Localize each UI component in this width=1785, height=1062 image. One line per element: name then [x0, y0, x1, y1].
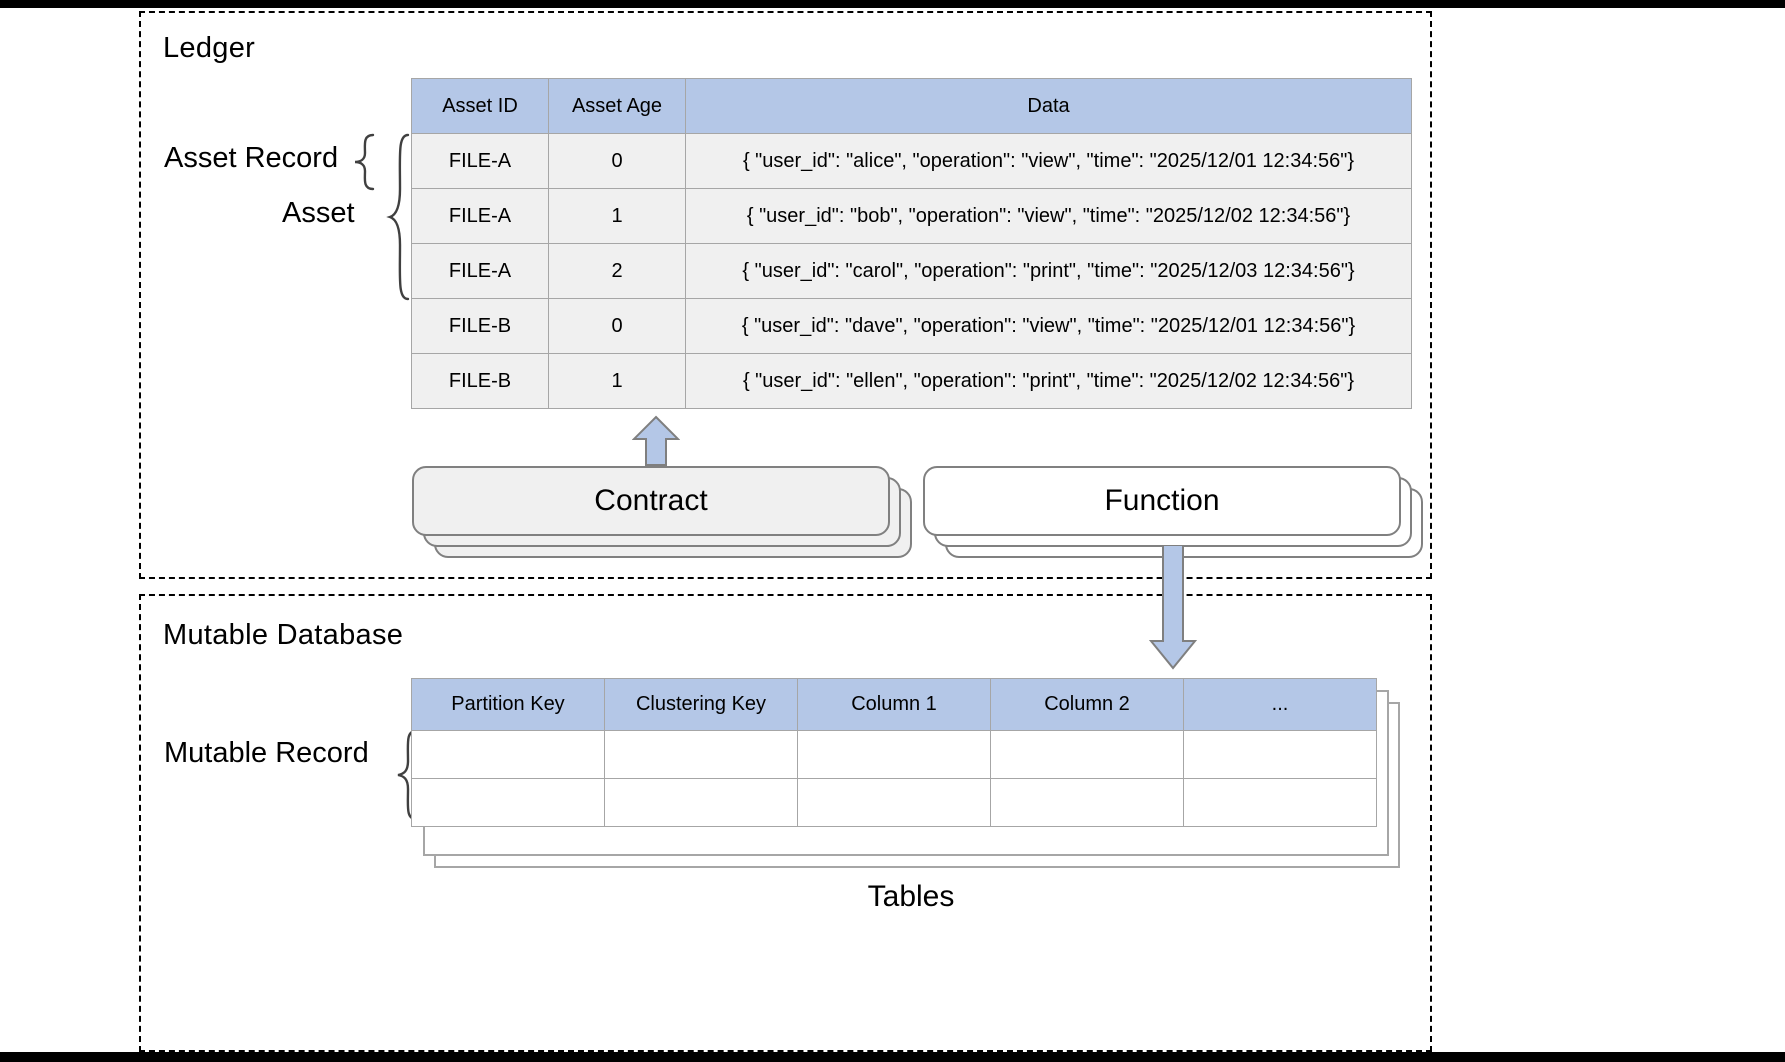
contract-card-front[interactable]: Contract	[412, 466, 890, 536]
curly-brace-icon-mutable-record	[397, 729, 418, 821]
cell-clustering-key	[604, 730, 798, 779]
curly-brace-icon-asset	[386, 133, 410, 301]
cell-asset-age: 2	[548, 243, 686, 299]
function-card-front[interactable]: Function	[923, 466, 1401, 536]
cell-asset-age: 0	[548, 133, 686, 189]
cell-data: { "user_id": "bob", "operation": "view",…	[685, 188, 1412, 244]
mutable-header-partition-key: Partition Key	[411, 678, 605, 731]
table-row: FILE-A 2 { "user_id": "carol", "operatio…	[411, 243, 1412, 299]
cell-partition-key	[411, 730, 605, 779]
ledger-header-asset-id: Asset ID	[411, 78, 549, 134]
cell-asset-age: 0	[548, 298, 686, 354]
ledger-asset-table: Asset ID Asset Age Data FILE-A 0 { "user…	[411, 78, 1412, 409]
mutable-header-clustering-key: Clustering Key	[604, 678, 798, 731]
cell-ellipsis	[1183, 778, 1377, 827]
table-row: FILE-A 0 { "user_id": "alice", "operatio…	[411, 133, 1412, 189]
ledger-header-data: Data	[685, 78, 1412, 134]
table-row: FILE-B 0 { "user_id": "dave", "operation…	[411, 298, 1412, 354]
cell-column-1	[797, 730, 991, 779]
cell-asset-id: FILE-A	[411, 243, 549, 299]
annotation-label-mutable-record: Mutable Record	[164, 737, 369, 769]
cell-asset-id: FILE-A	[411, 188, 549, 244]
cell-asset-age: 1	[548, 353, 686, 409]
table-row: FILE-A 1 { "user_id": "bob", "operation"…	[411, 188, 1412, 244]
table-row: FILE-B 1 { "user_id": "ellen", "operatio…	[411, 353, 1412, 409]
tables-label: Tables	[867, 880, 955, 913]
cell-asset-id: FILE-B	[411, 298, 549, 354]
contract-stack: Contract	[412, 466, 912, 558]
ledger-section-frame	[139, 11, 1432, 579]
mutable-record-table: Partition Key Clustering Key Column 1 Co…	[411, 678, 1377, 827]
ledger-section-title: Ledger	[163, 32, 256, 64]
cell-data: { "user_id": "alice", "operation": "view…	[685, 133, 1412, 189]
arrow-up-icon	[632, 415, 680, 466]
annotation-label-asset-record: Asset Record	[164, 142, 339, 174]
cell-data: { "user_id": "ellen", "operation": "prin…	[685, 353, 1412, 409]
mutable-header-column-2: Column 2	[990, 678, 1184, 731]
mutable-header-column-1: Column 1	[797, 678, 991, 731]
cell-column-2	[990, 778, 1184, 827]
function-label: Function	[1104, 484, 1220, 517]
top-letterbox-bar	[0, 0, 1785, 8]
ledger-table-header-row: Asset ID Asset Age Data	[411, 78, 1412, 134]
cell-ellipsis	[1183, 730, 1377, 779]
mutable-database-section-frame	[139, 594, 1432, 1052]
cell-data: { "user_id": "carol", "operation": "prin…	[685, 243, 1412, 299]
cell-column-1	[797, 778, 991, 827]
table-row	[411, 778, 1377, 827]
contract-label: Contract	[594, 484, 708, 517]
cell-partition-key	[411, 778, 605, 827]
cell-column-2	[990, 730, 1184, 779]
mutable-header-ellipsis: ...	[1183, 678, 1377, 731]
mutable-database-section-title: Mutable Database	[163, 619, 404, 651]
cell-asset-id: FILE-A	[411, 133, 549, 189]
curly-brace-icon-asset-record	[354, 133, 375, 191]
cell-asset-id: FILE-B	[411, 353, 549, 409]
ledger-header-asset-age: Asset Age	[548, 78, 686, 134]
cell-asset-age: 1	[548, 188, 686, 244]
bottom-letterbox-bar	[0, 1052, 1785, 1062]
annotation-label-asset: Asset	[282, 197, 355, 229]
cell-data: { "user_id": "dave", "operation": "view"…	[685, 298, 1412, 354]
table-row	[411, 730, 1377, 779]
arrow-down-icon	[1149, 545, 1197, 670]
mutable-table-header-row: Partition Key Clustering Key Column 1 Co…	[411, 678, 1377, 731]
cell-clustering-key	[604, 778, 798, 827]
